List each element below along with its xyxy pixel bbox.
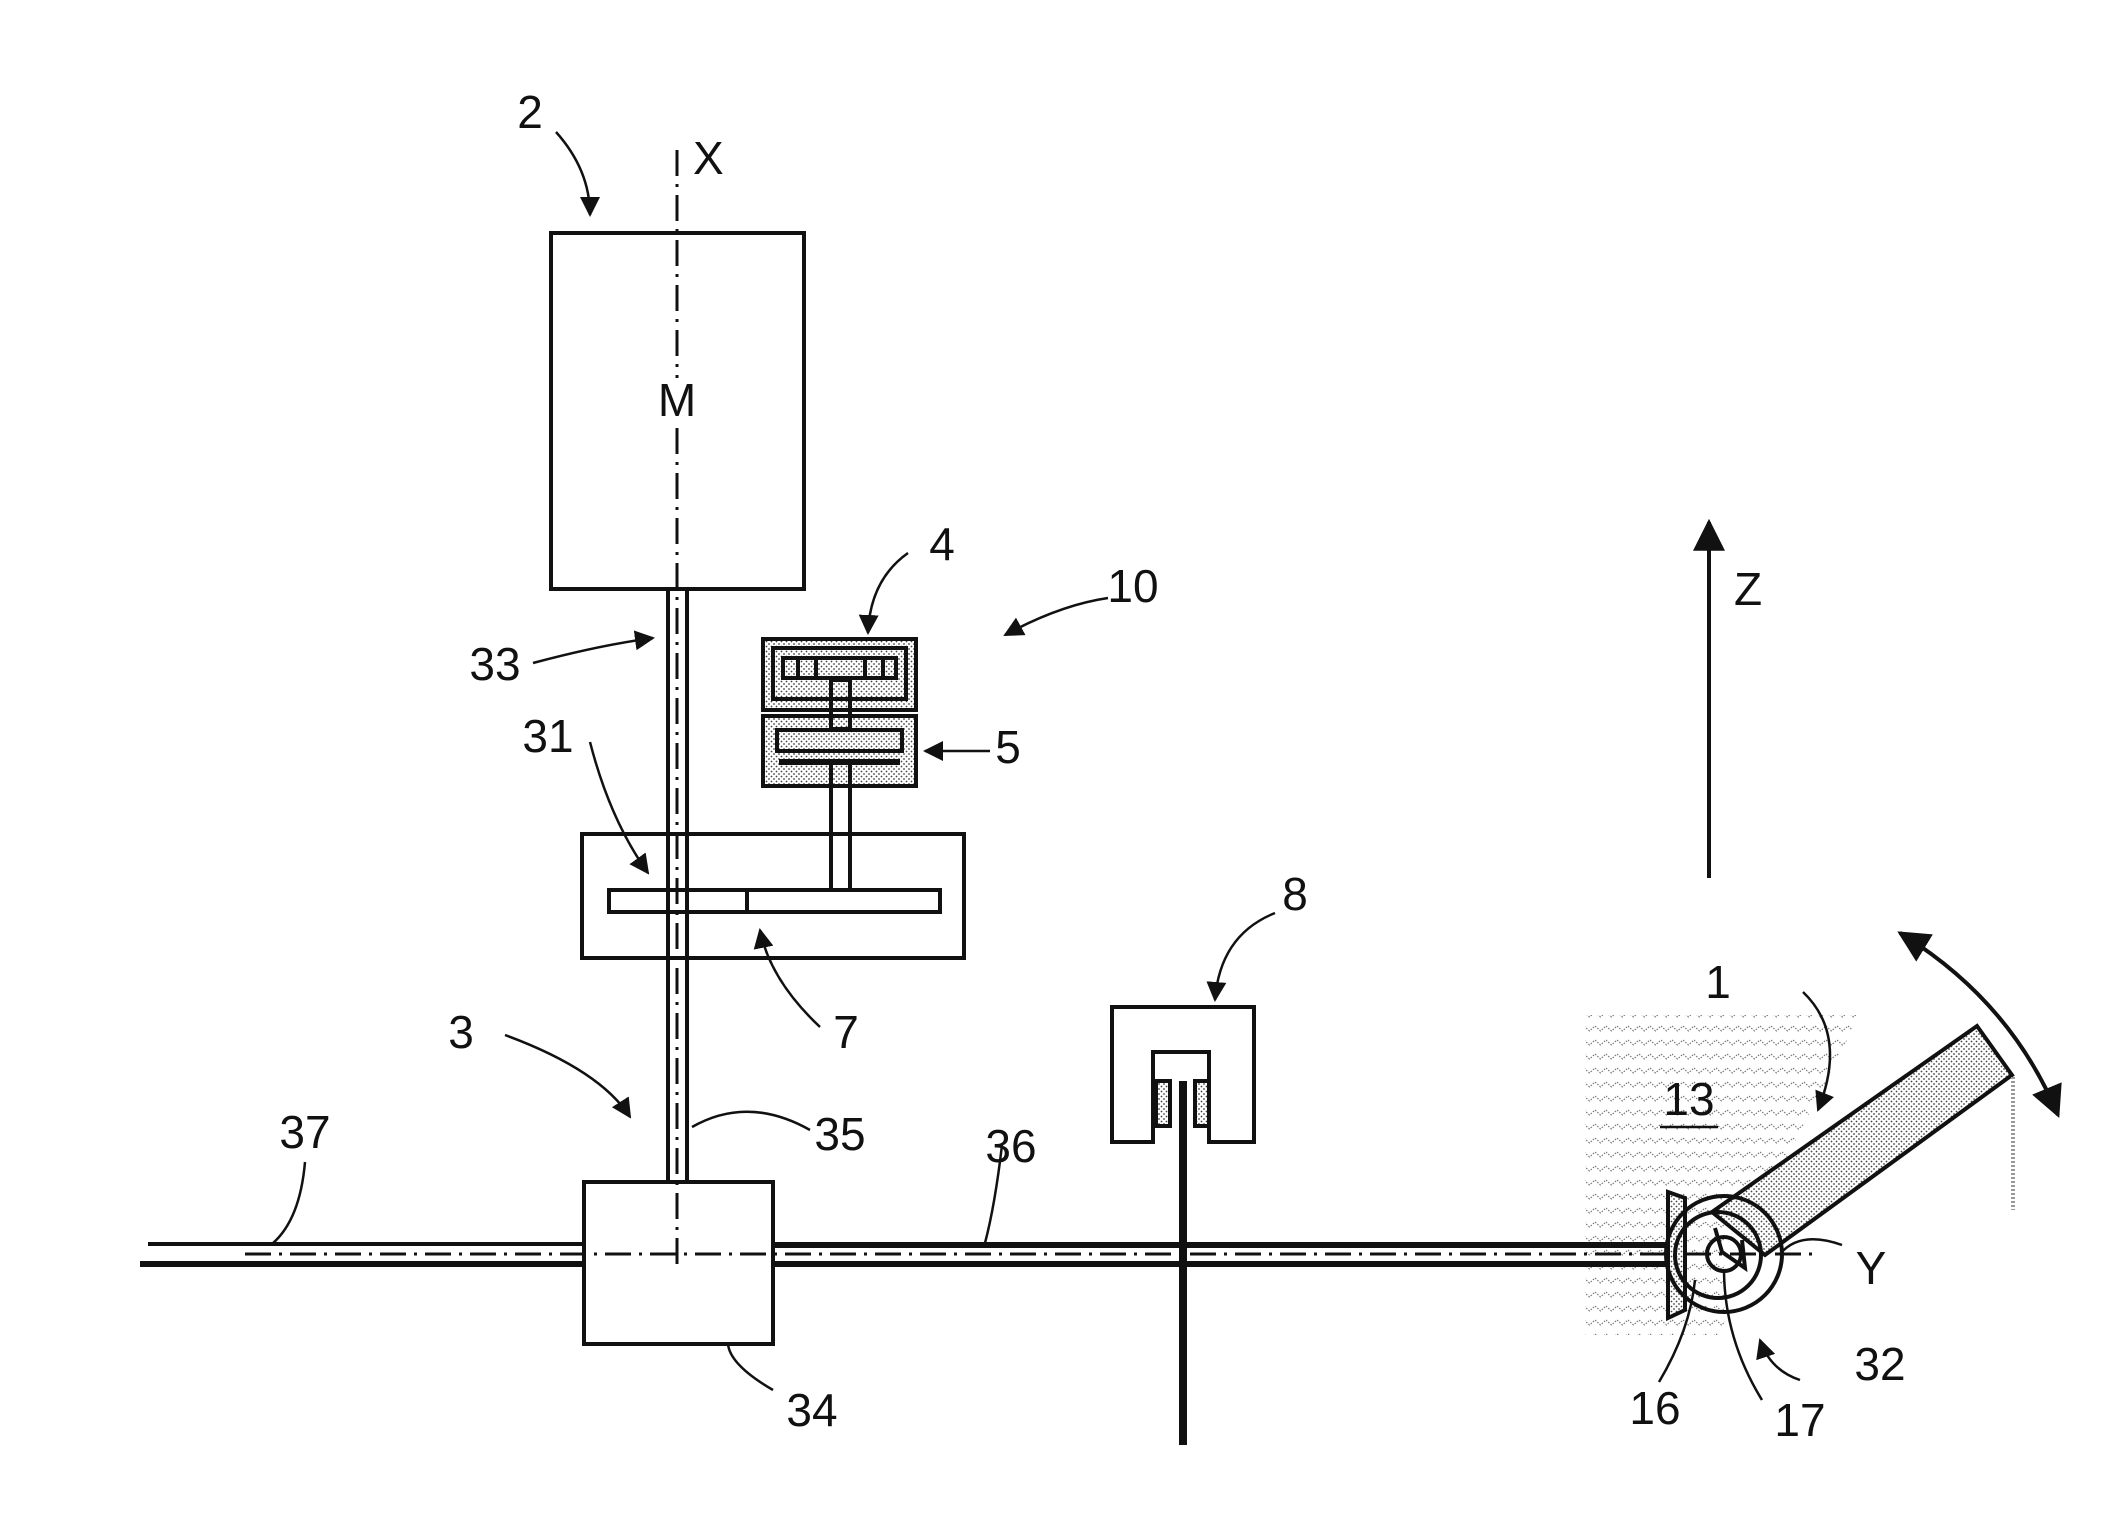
unit-shaft — [829, 678, 852, 890]
label-34: 34 — [786, 1384, 837, 1436]
label-17: 17 — [1774, 1394, 1825, 1446]
axis-z-label: Z — [1734, 563, 1762, 615]
gear-stage-housing — [580, 832, 966, 960]
label-8: 8 — [1282, 868, 1308, 920]
label-33: 33 — [469, 638, 520, 690]
medium-region — [1585, 1015, 1860, 1335]
label-5: 5 — [995, 721, 1021, 773]
label-36: 36 — [985, 1120, 1036, 1172]
label-1: 1 — [1705, 956, 1731, 1008]
motor-label: M — [658, 374, 696, 426]
unit-4 — [761, 637, 918, 712]
label-32: 32 — [1854, 1338, 1905, 1390]
joint-32 — [1664, 1189, 1784, 1322]
label-4: 4 — [929, 518, 955, 570]
label-2: 2 — [517, 86, 543, 138]
label-16: 16 — [1629, 1382, 1680, 1434]
vertical-shaft — [666, 590, 689, 1182]
axis-y-label: Y — [1856, 1242, 1887, 1294]
label-35: 35 — [814, 1108, 865, 1160]
horizontal-shaft — [140, 1242, 1670, 1267]
axis-x-label: X — [693, 132, 724, 184]
label-31: 31 — [522, 710, 573, 762]
unit-5 — [761, 714, 918, 788]
label-13: 13 — [1663, 1073, 1714, 1125]
rotation-arrow — [1897, 931, 2062, 1118]
support-8 — [1110, 1005, 1256, 1445]
label-7: 7 — [833, 1006, 859, 1058]
label-3: 3 — [448, 1006, 474, 1058]
label-10: 10 — [1107, 560, 1158, 612]
label-37: 37 — [279, 1106, 330, 1158]
leader-lines — [271, 131, 1843, 1401]
